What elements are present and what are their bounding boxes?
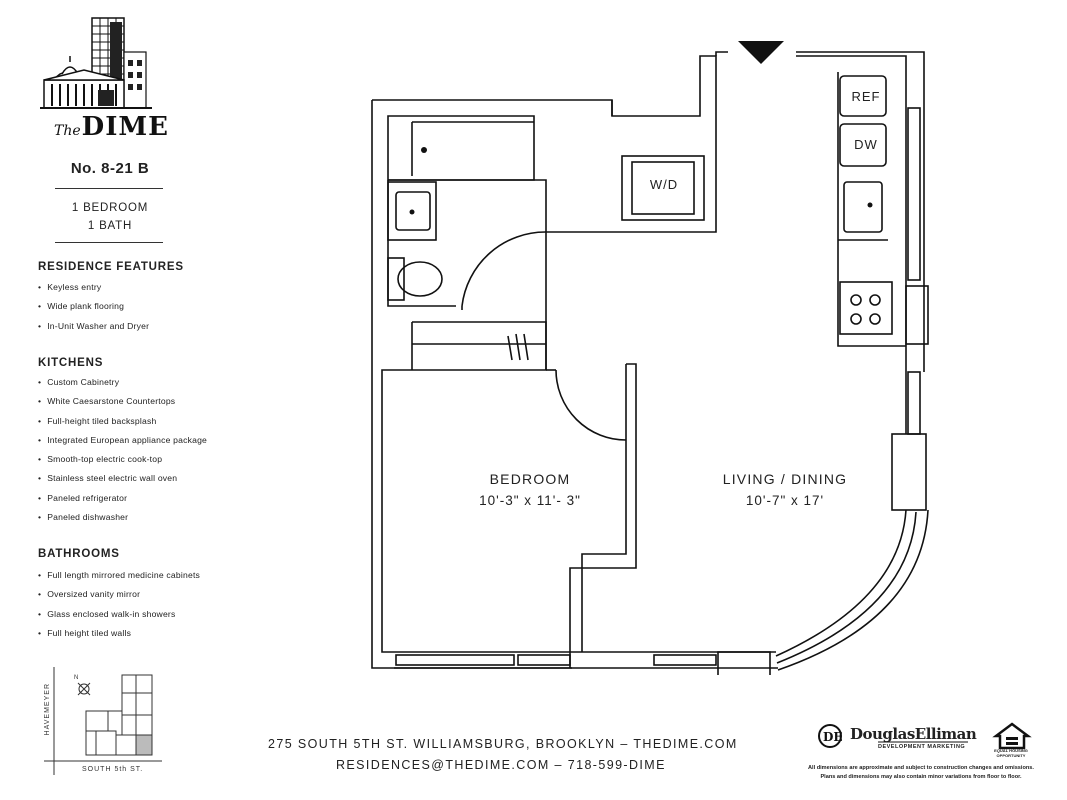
- building-illustration-icon: [40, 17, 152, 109]
- broker-name: DouglasElliman: [850, 725, 977, 743]
- kitchen-feature-list: Custom Cabinetry White Caesarstone Count…: [38, 373, 207, 527]
- list-item: Full-height tiled backsplash: [38, 412, 207, 431]
- list-item: Smooth-top electric cook-top: [38, 450, 207, 469]
- list-item: Custom Cabinetry: [38, 373, 207, 392]
- room-living-dining: LIVING / DINING 10'-7" x 17': [685, 471, 885, 508]
- room-dimensions: 10'-3" x 11'- 3": [479, 493, 581, 508]
- sidebar: TheDIME No. 8-21 B 1 BEDROOM 1 BATH RESI…: [0, 0, 250, 800]
- broker-subtitle: DEVELOPMENT MARKETING: [878, 744, 966, 750]
- list-item: Integrated European appliance package: [38, 431, 207, 450]
- fixture-label-dw: DW: [854, 137, 878, 152]
- street-label-havemeyer: HAVEMEYER: [44, 683, 51, 736]
- section-title-residence: RESIDENCE FEATURES: [38, 261, 184, 273]
- key-plan-map: N: [44, 667, 162, 775]
- street-label-south-5th: SOUTH 5th ST.: [82, 766, 144, 773]
- room-name: BEDROOM: [489, 471, 571, 487]
- disclaimer-line: Plans and dimensions may also contain mi…: [820, 774, 1022, 780]
- floorplan: REF DW W/D BEDROOM 10'-3" x 11'- 3" LIVI…: [360, 35, 940, 679]
- equal-housing-icon: [992, 722, 1032, 750]
- brand-name: DIME: [81, 112, 169, 142]
- bathroom-feature-list: Full length mirrored medicine cabinets O…: [38, 566, 200, 643]
- svg-text:DE: DE: [823, 730, 843, 744]
- list-item: Full height tiled walls: [38, 624, 200, 643]
- bed-bath-info: 1 BEDROOM 1 BATH: [55, 199, 165, 235]
- entry-arrow-icon: [738, 41, 784, 64]
- list-item: In-Unit Washer and Dryer: [38, 317, 149, 336]
- disclaimer: All dimensions are approximate and subje…: [790, 764, 1052, 782]
- svg-text:N: N: [74, 675, 78, 681]
- list-item: Full length mirrored medicine cabinets: [38, 566, 200, 585]
- bath-count: 1 BATH: [87, 220, 133, 232]
- dime-logo: TheDIME: [40, 12, 168, 147]
- equal-housing-text: EQUAL HOUSING OPPORTUNITY: [994, 748, 1028, 758]
- section-title-bathrooms: BATHROOMS: [38, 548, 120, 560]
- disclaimer-line: All dimensions are approximate and subje…: [808, 765, 1034, 771]
- divider: [55, 242, 163, 243]
- contact-line: RESIDENCES@THEDIME.COM – 718-599-DIME: [336, 758, 666, 772]
- list-item: White Caesarstone Countertops: [38, 392, 207, 411]
- bedroom-count: 1 BEDROOM: [71, 202, 149, 214]
- section-title-kitchens: KITCHENS: [38, 357, 104, 369]
- list-item: Wide plank flooring: [38, 297, 149, 316]
- list-item: Keyless entry: [38, 278, 149, 297]
- list-item: Paneled refrigerator: [38, 489, 207, 508]
- brand-wordmark: TheDIME: [54, 112, 169, 142]
- unit-number: No. 8-21 B: [70, 160, 150, 177]
- residence-feature-list: Keyless entry Wide plank flooring In-Uni…: [38, 278, 149, 336]
- room-bedroom: BEDROOM 10'-3" x 11'- 3": [440, 471, 620, 508]
- list-item: Glass enclosed walk-in showers: [38, 605, 200, 624]
- room-name: LIVING / DINING: [722, 471, 848, 487]
- divider: [55, 188, 163, 189]
- douglas-elliman-logo-icon: DE: [818, 724, 968, 748]
- list-item: Oversized vanity mirror: [38, 585, 200, 604]
- room-dimensions: 10'-7" x 17': [745, 493, 825, 508]
- list-item: Stainless steel electric wall oven: [38, 469, 207, 488]
- floorplan-drawing: [371, 41, 929, 679]
- brand-the: The: [54, 123, 81, 139]
- fixture-label-ref: REF: [851, 89, 881, 104]
- list-item: Paneled dishwasher: [38, 508, 207, 527]
- fixture-label-wd: W/D: [649, 177, 679, 192]
- address-line: 275 SOUTH 5TH ST. WILLIAMSBURG, BROOKLYN…: [268, 737, 738, 751]
